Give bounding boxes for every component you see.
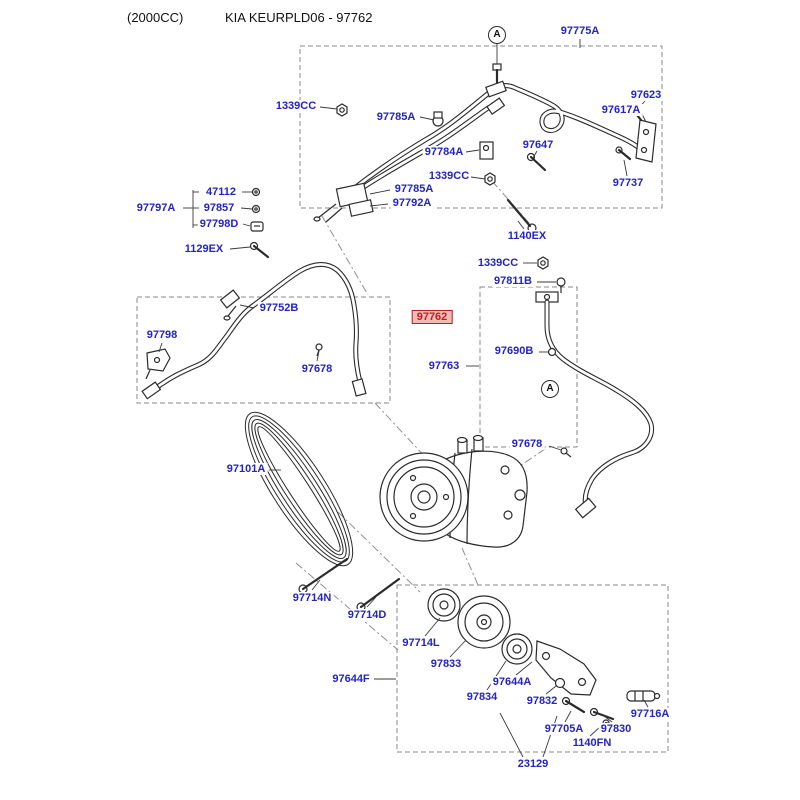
part-label-97762[interactable]: 97762 bbox=[411, 310, 453, 324]
cap-97678-1 bbox=[315, 343, 323, 357]
bolt-97737 bbox=[615, 146, 632, 161]
clip-97798d bbox=[250, 221, 264, 232]
pipe-clamp-97785a bbox=[432, 111, 444, 127]
pipe-bracket-97784a bbox=[479, 141, 494, 160]
part-label-97714D[interactable]: 97714D bbox=[345, 609, 389, 621]
part-label-97834[interactable]: 97834 bbox=[464, 691, 500, 703]
part-label-23129[interactable]: 23129 bbox=[515, 758, 551, 770]
bolt-97705a bbox=[561, 696, 586, 714]
part-label-97644F[interactable]: 97644F bbox=[330, 673, 372, 685]
part-label-97623[interactable]: 97623 bbox=[628, 89, 664, 101]
stud-97716a bbox=[626, 690, 661, 702]
bolt-1140ex bbox=[506, 198, 537, 233]
bolt-1129ex bbox=[249, 241, 270, 259]
fitting-block-97785a-97792a bbox=[313, 182, 374, 223]
grommet-97857 bbox=[251, 204, 261, 214]
bolt-97811b bbox=[556, 277, 566, 293]
cap-97678-2 bbox=[560, 447, 572, 458]
bolt-97714n bbox=[298, 557, 349, 594]
tensioner-pulley-97833 bbox=[457, 595, 511, 649]
idler-pulley-97714l bbox=[427, 588, 461, 622]
part-label-97775A[interactable]: 97775A bbox=[558, 25, 602, 37]
part-label-1339CC-2[interactable]: 1339CC bbox=[426, 170, 472, 182]
compressor bbox=[379, 434, 528, 548]
port-97690b bbox=[547, 347, 557, 357]
compressor-clutch-pulley bbox=[379, 452, 469, 542]
nut-1339cc-2 bbox=[484, 172, 496, 186]
part-label-97798D[interactable]: 97798D bbox=[197, 218, 241, 230]
part-label-97705A[interactable]: 97705A bbox=[542, 723, 586, 735]
part-label-97797A[interactable]: 97797A bbox=[134, 202, 178, 214]
bolt-97714d bbox=[356, 577, 401, 612]
part-label-97830[interactable]: 97830 bbox=[598, 723, 634, 735]
leader-lines bbox=[158, 39, 649, 758]
part-label-47112[interactable]: 47112 bbox=[204, 186, 238, 198]
part-label-97678-1[interactable]: 97678 bbox=[299, 363, 335, 375]
part-label-97737[interactable]: 97737 bbox=[610, 177, 646, 189]
brace-97797a bbox=[183, 190, 199, 228]
view-callout-A-mid: A bbox=[541, 380, 559, 398]
bracket-97644a bbox=[535, 640, 597, 696]
part-label-97857[interactable]: 97857 bbox=[201, 202, 237, 214]
drive-belt bbox=[244, 411, 354, 567]
catalog-title: KIA KEURPLD06 - 97762 bbox=[225, 10, 373, 25]
part-label-97798[interactable]: 97798 bbox=[144, 329, 180, 341]
bolt-97830 bbox=[589, 707, 615, 721]
sleeve-97832 bbox=[554, 677, 566, 689]
suction-hose-assembly bbox=[141, 262, 367, 400]
part-label-97714L[interactable]: 97714L bbox=[400, 637, 442, 649]
grommet-47112 bbox=[251, 187, 261, 197]
bracket-97798 bbox=[145, 348, 171, 380]
part-label-97716A[interactable]: 97716A bbox=[628, 708, 672, 720]
part-label-97784A[interactable]: 97784A bbox=[422, 146, 466, 158]
engine-size-label: (2000CC) bbox=[127, 10, 184, 25]
nut-1339cc-3 bbox=[537, 256, 549, 270]
part-label-97763[interactable]: 97763 bbox=[426, 360, 462, 372]
part-label-1140EX[interactable]: 1140EX bbox=[505, 230, 549, 242]
part-label-97792A[interactable]: 97792A bbox=[390, 197, 434, 209]
part-label-97101A[interactable]: 97101A bbox=[224, 463, 268, 475]
alignment-lines bbox=[295, 180, 546, 651]
discharge-hose-assembly bbox=[535, 256, 655, 519]
liquid-pipe-assembly bbox=[313, 63, 657, 233]
part-label-1339CC-3[interactable]: 1339CC bbox=[475, 257, 521, 269]
nut-1339cc-1 bbox=[336, 103, 348, 117]
part-label-97690B[interactable]: 97690B bbox=[492, 345, 536, 357]
part-label-97752B[interactable]: 97752B bbox=[257, 302, 301, 314]
part-label-97714N[interactable]: 97714N bbox=[290, 592, 334, 604]
part-label-97647[interactable]: 97647 bbox=[520, 139, 556, 151]
mounting-bolt-top bbox=[485, 63, 507, 98]
part-label-1129EX[interactable]: 1129EX bbox=[182, 243, 226, 255]
bolt-97647 bbox=[526, 152, 547, 172]
part-label-97678-2[interactable]: 97678 bbox=[509, 438, 545, 450]
view-callout-A-top: A bbox=[488, 26, 506, 44]
part-label-97832[interactable]: 97832 bbox=[524, 695, 560, 707]
part-label-97811B[interactable]: 97811B bbox=[492, 275, 534, 287]
part-label-97617A[interactable]: 97617A bbox=[599, 104, 643, 116]
bracket-97617a bbox=[635, 119, 657, 163]
part-label-97644A[interactable]: 97644A bbox=[490, 676, 534, 688]
part-label-1140FN[interactable]: 1140FN bbox=[570, 737, 614, 749]
part-label-1339CC-1[interactable]: 1339CC bbox=[273, 100, 319, 112]
part-label-97785A-1[interactable]: 97785A bbox=[374, 111, 418, 123]
pulley-tensioner-group bbox=[427, 588, 661, 730]
part-label-97833[interactable]: 97833 bbox=[428, 658, 464, 670]
part-label-97785A-2[interactable]: 97785A bbox=[392, 183, 436, 195]
pulley-97834 bbox=[501, 633, 533, 665]
